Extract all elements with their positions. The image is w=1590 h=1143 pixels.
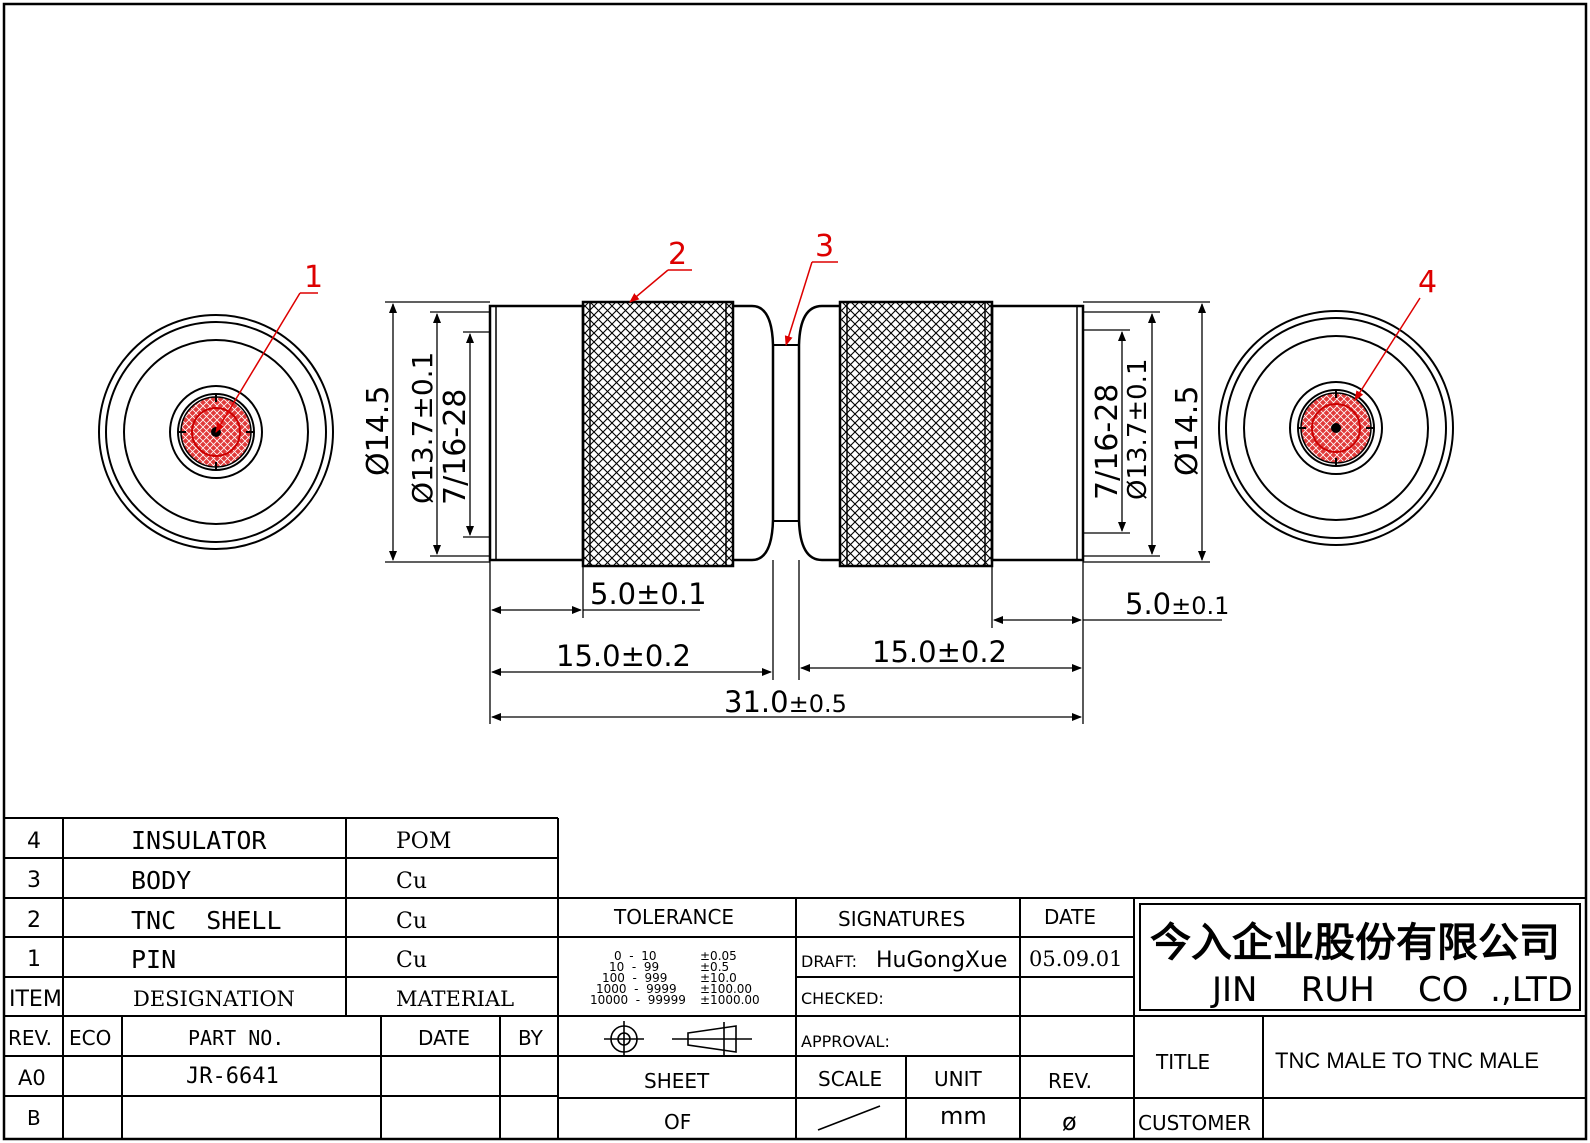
signatures-block: SIGNATURES DATE DRAFT: HuGongXue 05.09.0… xyxy=(801,905,1123,1051)
dim-31-main: 31.0 xyxy=(724,685,789,719)
bom-material-1: Cu xyxy=(396,948,427,973)
tol-value-1: ±0.5 xyxy=(700,960,729,974)
balloon-1: 1 xyxy=(304,260,323,295)
dim-thread-right: 7/16-28 xyxy=(1090,384,1125,500)
left-end-view xyxy=(98,292,334,550)
rev-header-date: DATE xyxy=(418,1026,470,1050)
dim-5-right-tol: ±0.1 xyxy=(1171,592,1229,620)
sheet-of-label: OF xyxy=(664,1110,691,1134)
tol-value-3: ±100.00 xyxy=(700,982,752,996)
balloon-4: 4 xyxy=(1418,265,1437,300)
table-grid xyxy=(4,817,1586,1139)
rev-header-part-no: PART NO. xyxy=(188,1026,284,1050)
dim-dia-14-5-left: Ø14.5 xyxy=(361,386,396,476)
scale-slash xyxy=(817,1105,881,1131)
dim-thread-left: 7/16-28 xyxy=(438,389,473,505)
bom-item-2: 2 xyxy=(27,908,41,933)
rev-row-b: B xyxy=(27,1106,41,1130)
dim-15-left: 15.0±0.2 xyxy=(556,639,691,673)
company-name-cn: 今入企业股份有限公司 xyxy=(1150,920,1560,966)
projection-symbol-icon xyxy=(604,1021,752,1057)
bom-material-3: Cu xyxy=(396,869,427,894)
dim-dia-14-5-right: Ø14.5 xyxy=(1170,386,1205,476)
dim-31: 31.0±0.5 xyxy=(724,685,847,719)
rev-header-rev: REV. xyxy=(8,1026,52,1050)
tol-range-1: 10 - 99 xyxy=(609,960,659,974)
side-view xyxy=(488,261,1085,568)
dim-15-right: 15.0±0.2 xyxy=(872,635,1007,669)
rev-header-by: BY xyxy=(518,1026,544,1050)
dim-dia-13-7-left: Ø13.7±0.1 xyxy=(406,352,439,504)
bom-header-item: ITEM xyxy=(9,987,62,1012)
bom-designation-2: TNC SHELL xyxy=(131,906,282,935)
right-end-view xyxy=(1218,297,1454,546)
tol-range-3: 1000 - 9999 xyxy=(596,982,677,996)
balloon-3: 3 xyxy=(815,229,834,264)
tolerance-block: TOLERANCE 0 - 10 10 - 99 100 - 999 1000 … xyxy=(590,905,760,1007)
bom-header-material: MATERIAL xyxy=(396,987,514,1011)
sheet-label: SHEET xyxy=(644,1069,710,1093)
tol-range-0: 0 - 10 xyxy=(614,949,657,963)
customer-label: CUSTOMER xyxy=(1138,1111,1251,1135)
dim-lines xyxy=(385,301,1222,724)
tol-value-4: ±1000.00 xyxy=(700,993,760,1007)
rev-value: ø xyxy=(1062,1108,1077,1136)
dim-dia-13-7-right: Ø13.7±0.1 xyxy=(1123,359,1153,501)
dim-5-right: 5.0±0.1 xyxy=(1125,587,1229,621)
checked-label: CHECKED: xyxy=(801,989,884,1008)
unit-label: UNIT xyxy=(934,1067,982,1091)
dim-31-tol: ±0.5 xyxy=(789,690,847,718)
bom-designation-4: INSULATOR xyxy=(131,826,267,855)
bom-material-4: POM xyxy=(396,829,451,854)
title-value: TNC MALE TO TNC MALE xyxy=(1275,1048,1539,1073)
bom-designation-3: BODY xyxy=(131,866,191,895)
scale-label: SCALE xyxy=(818,1067,882,1091)
rev-header-eco: ECO xyxy=(69,1026,111,1050)
draft-date: 05.09.01 xyxy=(1029,947,1123,971)
draft-name: HuGongXue xyxy=(876,948,1007,973)
balloon-2: 2 xyxy=(668,237,687,272)
signatures-title: SIGNATURES xyxy=(838,907,965,931)
company-box xyxy=(1139,903,1581,1011)
tol-value-2: ±10.0 xyxy=(700,971,737,985)
bom-item-3: 3 xyxy=(27,868,41,893)
rev-table: REV. ECO PART NO. DATE BY A0 JR-6641 B xyxy=(8,1026,544,1130)
bom-table: 4 INSULATOR POM 3 BODY Cu 2 TNC SHELL Cu… xyxy=(9,826,514,1012)
dim-5-right-main: 5.0 xyxy=(1125,587,1171,621)
tol-value-0: ±0.05 xyxy=(700,949,737,963)
tolerance-title: TOLERANCE xyxy=(613,905,734,929)
dim-5-left: 5.0±0.1 xyxy=(590,577,707,611)
title-label: TITLE xyxy=(1155,1050,1210,1074)
company-name-en: JIN RUH CO .,LTD xyxy=(1210,970,1573,1010)
rev-part-no-a0: JR-6641 xyxy=(186,1064,279,1089)
bom-item-1: 1 xyxy=(27,947,41,972)
tol-range-4: 10000 - 99999 xyxy=(590,993,686,1007)
bom-item-4: 4 xyxy=(27,829,41,854)
bom-designation-1: PIN xyxy=(131,945,176,974)
approval-label: APPROVAL: xyxy=(801,1032,890,1051)
unit-value: mm xyxy=(940,1102,987,1130)
rev-row-a0: A0 xyxy=(18,1066,46,1090)
bom-header-designation: DESIGNATION xyxy=(133,987,295,1011)
rev-label: REV. xyxy=(1048,1069,1092,1093)
signatures-date-header: DATE xyxy=(1044,905,1096,929)
draft-label: DRAFT: xyxy=(801,952,857,971)
bom-material-2: Cu xyxy=(396,909,427,934)
tol-range-2: 100 - 999 xyxy=(602,971,667,985)
